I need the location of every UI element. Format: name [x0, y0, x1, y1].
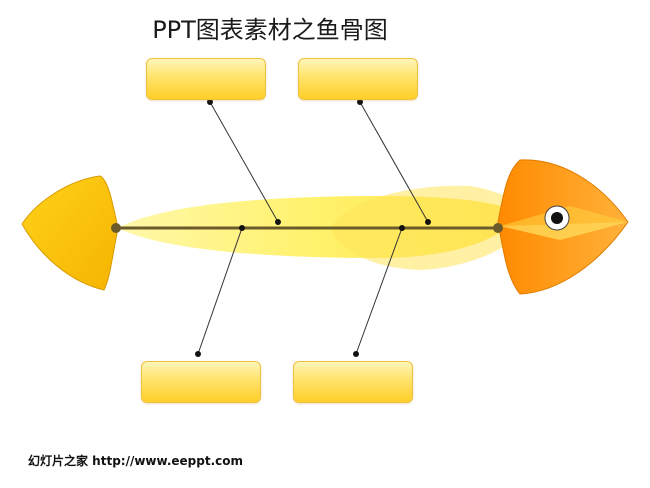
- bone-dot: [207, 99, 213, 105]
- cause-box-top-right[interactable]: [298, 58, 418, 100]
- bone-dot: [275, 219, 281, 225]
- page-title: PPT图表素材之鱼骨图: [152, 16, 388, 44]
- cause-box-bottom-right[interactable]: [293, 361, 413, 403]
- fish-head-stripe: [500, 222, 628, 240]
- bone-bottom-right: [355, 227, 403, 355]
- spine-end-left: [111, 223, 121, 233]
- bone-dot: [239, 225, 245, 231]
- footer-credit: 幻灯片之家 http://www.eeppt.com: [28, 454, 244, 468]
- bone-top-left: [209, 101, 279, 223]
- cause-box-top-left[interactable]: [146, 58, 266, 100]
- bone-bottom-left: [197, 227, 243, 355]
- bone-top-right: [359, 101, 429, 223]
- bone-dot: [357, 99, 363, 105]
- spine-end-right: [493, 223, 503, 233]
- bone-dot: [425, 219, 431, 225]
- bone-dot: [195, 351, 201, 357]
- bone-dot: [353, 351, 359, 357]
- cause-box-bottom-left[interactable]: [141, 361, 261, 403]
- bone-dot: [399, 225, 405, 231]
- fish-tail: [21, 175, 119, 291]
- fish-pupil: [551, 212, 563, 224]
